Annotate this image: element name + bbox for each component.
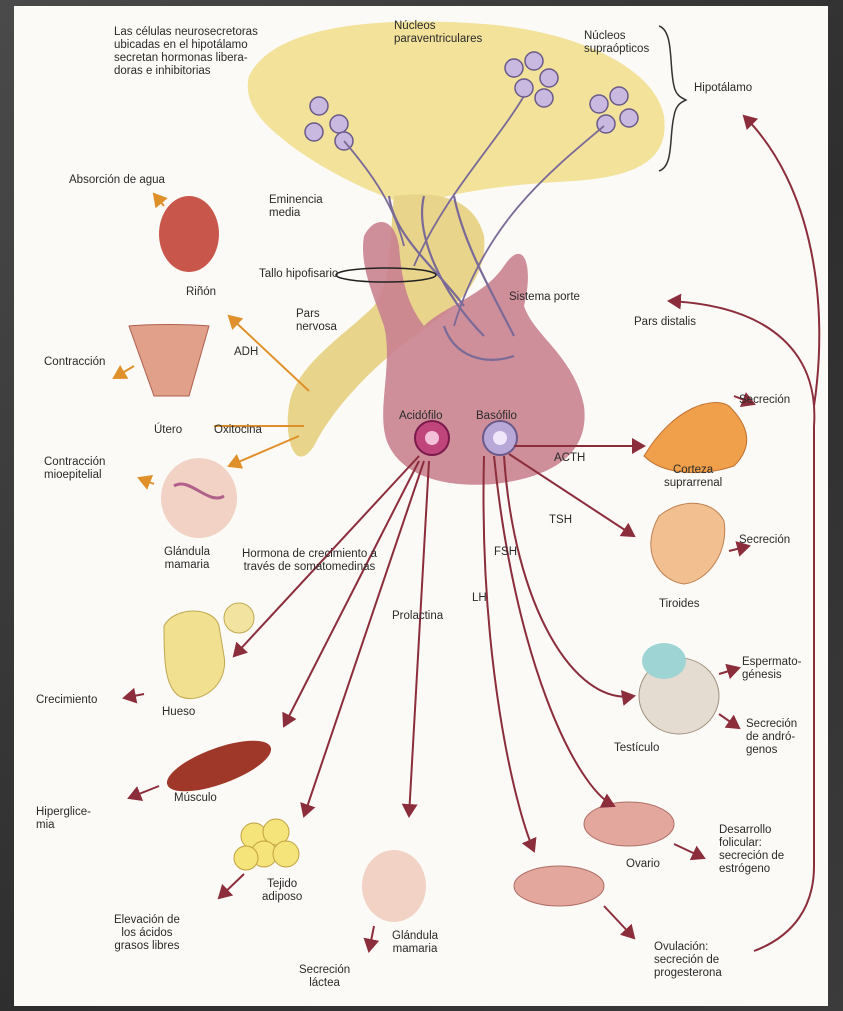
mammary-gland-bottom-icon (362, 850, 426, 922)
spermatogenesis-label: Espermato- génesis (742, 656, 801, 682)
mammary-gland-left-icon (161, 458, 237, 538)
pars-nervosa-label: Pars nervosa (296, 308, 337, 334)
infundibulum-label: Tallo hipofisario (259, 268, 338, 281)
thyroid-label: Tiroides (659, 598, 699, 611)
ovulation-label: Ovulación: secreción de progesterona (654, 941, 722, 980)
oxytocin-label: Oxitocina (214, 424, 262, 437)
ovary-icon (584, 802, 674, 846)
muscle-icon (161, 730, 277, 801)
fatty-acids-label: Elevación de los ácidos grasos libres (114, 914, 180, 953)
secretion-adrenal-label: Secreción (739, 394, 790, 407)
secretion-thyroid-label: Secreción (739, 534, 790, 547)
kidney-label: Riñón (186, 286, 216, 299)
follicular-development-label: Desarrollo folicular: secreción de estró… (719, 824, 784, 876)
bone-head-icon (224, 603, 254, 633)
mammary-gland-bottom-label: Glándula mamaria (392, 930, 438, 956)
acth-label: ACTH (554, 452, 585, 465)
basophil-label: Basófilo (476, 410, 517, 423)
tsh-label: TSH (549, 514, 572, 527)
contraction-label: Contracción (44, 356, 105, 369)
pars-distalis-label: Pars distalis (634, 316, 696, 329)
epididymis-icon (642, 643, 686, 679)
muscle-label: Músculo (174, 792, 217, 805)
neurosecretory-label: Las células neurosecretoras ubicadas en … (114, 26, 258, 78)
median-eminence-label: Eminencia media (269, 194, 323, 220)
milk-secretion-label: Secreción láctea (299, 964, 350, 990)
paraventricular-label: Núcleos paraventriculares (394, 20, 482, 46)
uterus-icon (129, 325, 209, 397)
adrenal-cortex-icon (644, 403, 747, 473)
prolactin-label: Prolactina (392, 610, 443, 623)
acidophil-label: Acidófilo (399, 410, 442, 423)
pituitary-diagram (14, 6, 828, 1006)
growth-label: Crecimiento (36, 694, 97, 707)
androgen-secretion-label: Secreción de andró- genos (746, 718, 797, 757)
acidophil-nucleus (425, 431, 439, 445)
thyroid-icon (651, 503, 725, 584)
bone-icon (164, 611, 225, 699)
portal-system-label: Sistema porte (509, 291, 580, 304)
diagram-sheet: Las células neurosecretoras ubicadas en … (14, 6, 828, 1006)
hyperglycemia-label: Hiperglice- mia (36, 806, 91, 832)
bone-label: Hueso (162, 706, 195, 719)
ovary-ovulation-icon (514, 866, 604, 906)
supraoptic-label: Núcleos supraópticos (584, 30, 649, 56)
myoepithelial-label: Contracción mioepitelial (44, 456, 105, 482)
adipose-label: Tejido adiposo (262, 878, 302, 904)
basophil-nucleus (493, 431, 507, 445)
adipose-icon (234, 819, 299, 870)
ovary-label: Ovario (626, 858, 660, 871)
lh-label: LH (472, 592, 487, 605)
adh-label: ADH (234, 346, 258, 359)
water-absorption-label: Absorción de agua (69, 174, 165, 187)
mammary-gland-left-label: Glándula mamaria (164, 546, 210, 572)
kidney-icon (159, 196, 219, 272)
adrenal-cortex-label: Corteza suprarrenal (664, 464, 722, 490)
testis-label: Testículo (614, 742, 659, 755)
uterus-label: Útero (154, 424, 182, 437)
hypothalamus-brace (659, 26, 686, 171)
fsh-label: FSH (494, 546, 517, 559)
hypothalamus-label: Hipotálamo (694, 82, 752, 95)
growth-hormone-label: Hormona de crecimiento a través de somat… (242, 548, 377, 574)
